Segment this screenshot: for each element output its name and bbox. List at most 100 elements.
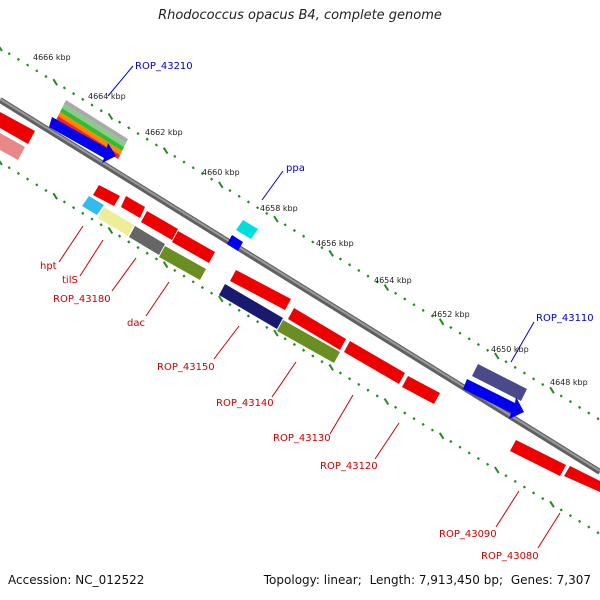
minor-tick [246, 200, 250, 204]
minor-tick [136, 131, 140, 136]
minor-tick [44, 188, 48, 193]
gene-ROP_43120 [402, 376, 440, 404]
minor-tick [200, 285, 204, 290]
leader-lines [58, 65, 561, 549]
minor-tick [578, 405, 582, 409]
ruler-label: 4656 kbp [316, 239, 354, 248]
minor-tick [375, 394, 379, 398]
minor-tick [136, 245, 140, 250]
genome-summary: Topology: linear; Length: 7,913,450 bp; … [264, 573, 591, 587]
gene-tilS [98, 207, 134, 236]
minor-tick [596, 417, 600, 421]
minor-tick [375, 280, 379, 284]
genes-value: 7,307 [556, 573, 591, 587]
minor-tick [237, 308, 241, 312]
minor-tick [72, 206, 76, 210]
minor-tick [246, 314, 250, 318]
minor-tick [99, 223, 103, 227]
minor-tick [81, 97, 85, 101]
length-value: 7,913,450 bp; [418, 573, 504, 587]
gene-label: ROP_43080 [481, 551, 539, 562]
gene-red-e [230, 270, 291, 310]
lower-ruler [0, 160, 600, 535]
gene-label: ROP_43180 [53, 294, 111, 305]
minor-tick [173, 154, 177, 158]
minor-tick [513, 365, 517, 369]
gene-ROP_43180 [129, 226, 165, 255]
gene-label: dac [127, 318, 145, 329]
minor-tick [62, 86, 66, 90]
major-tick [328, 249, 334, 257]
minor-tick [145, 137, 149, 141]
gene-partial-left-red [0, 112, 35, 144]
lower-strand-genes [82, 185, 600, 492]
minor-tick [302, 234, 306, 238]
gene-hpt [82, 196, 104, 215]
minor-tick [283, 223, 287, 227]
gene-ROP_43210 [49, 117, 116, 163]
minor-tick [421, 422, 425, 426]
minor-tick [449, 325, 453, 330]
minor-tick [559, 508, 563, 512]
minor-tick [302, 348, 306, 352]
minor-tick [99, 109, 103, 113]
ruler-label: 4654 kbp [374, 276, 412, 285]
minor-tick [237, 194, 241, 198]
minor-tick [210, 177, 214, 181]
minor-tick [467, 337, 471, 341]
topology-label: Topology: [263, 573, 320, 587]
accession-info: Accession: NC_012522 [8, 573, 144, 587]
minor-tick [357, 382, 361, 387]
minor-tick [191, 280, 195, 284]
gene-label: ROP_43110 [536, 313, 594, 324]
minor-tick [265, 325, 269, 329]
minor-tick [44, 74, 48, 79]
major-tick [52, 78, 58, 86]
minor-tick [430, 314, 434, 318]
minor-tick [210, 291, 214, 295]
gene-hpt-red-a [93, 185, 120, 206]
ruler-label: 4650 kbp [491, 345, 529, 354]
minor-tick [476, 457, 480, 461]
ruler-labels: 4666 kbp 4664 kbp 4662 kbp 4660 kbp 4658… [33, 53, 588, 387]
gene-red-d [172, 231, 215, 263]
ruler-label: 4666 kbp [33, 53, 71, 62]
minor-tick [16, 171, 20, 175]
major-tick [438, 318, 445, 326]
gene-ROP_43090 [510, 440, 566, 476]
genes-label: Genes: [510, 573, 553, 587]
gene-ROP_43140 [277, 320, 340, 363]
minor-tick [283, 337, 287, 341]
ruler-label: 4658 kbp [260, 204, 298, 213]
gene-dac [159, 246, 206, 280]
minor-tick [403, 411, 407, 415]
genome-backbone [0, 97, 600, 475]
major-tick [438, 432, 445, 440]
gene-red-b [121, 196, 145, 218]
minor-tick [81, 211, 85, 215]
map-title: Rhodococcus opacus B4, complete genome [158, 8, 442, 23]
minor-tick [292, 342, 296, 347]
minor-tick [182, 274, 186, 278]
minor-tick [35, 183, 39, 187]
minor-tick [486, 462, 490, 466]
major-tick [494, 466, 500, 474]
minor-tick [348, 377, 352, 381]
major-tick [273, 329, 279, 337]
minor-tick [256, 320, 260, 324]
ruler-label: 4660 kbp [202, 168, 240, 177]
minor-tick [173, 268, 177, 272]
gene-label: ppa [286, 163, 305, 174]
gene-ROP_43110-overlay [472, 364, 527, 401]
minor-tick [394, 291, 398, 295]
minor-tick [256, 206, 260, 210]
minor-tick [476, 343, 480, 347]
minor-tick [357, 268, 361, 273]
ruler-label: 4648 kbp [550, 378, 588, 387]
minor-tick [412, 417, 416, 421]
minor-tick [228, 303, 232, 307]
minor-tick [90, 217, 94, 221]
major-tick [549, 386, 555, 394]
minor-tick [311, 240, 315, 244]
